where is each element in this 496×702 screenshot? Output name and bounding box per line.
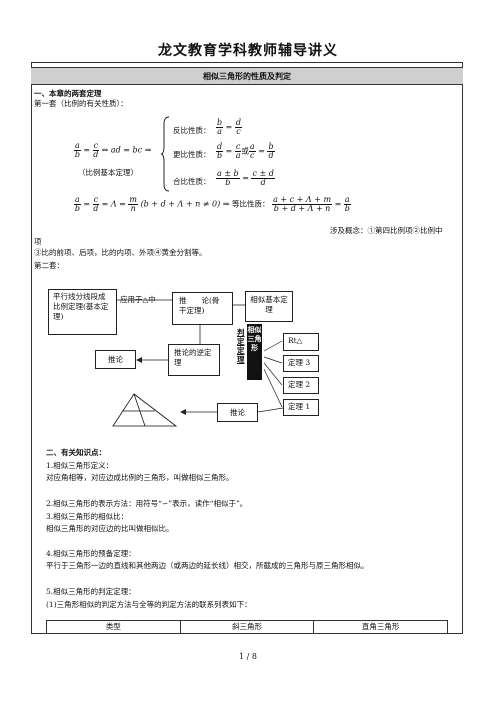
comparison-table-header: 类型 斜三角形 直角三角形 xyxy=(46,620,448,634)
basic-theorem-label: （比例基本定理） xyxy=(78,168,138,177)
brace-icon xyxy=(160,116,170,192)
judge-theorem-label: 判定定理 xyxy=(237,328,245,364)
p4-title: 4.相似三角形的预备定理： xyxy=(46,549,136,558)
p2-text: 2.相似三角形的表示方法：用符号“∽”表示，读作“相似于”。 xyxy=(46,499,248,508)
theorem-3-box: 定理 3 xyxy=(283,355,319,372)
compose-label: 合比性质： xyxy=(173,177,211,186)
p3-text: 相似三角形的对应边的比叫做相似比。 xyxy=(46,524,174,533)
p5-title: 5.相似三角形的判定定理： xyxy=(46,587,136,596)
theorem-1-box: 定理 1 xyxy=(283,399,319,416)
inference-bottom-box: 推论 xyxy=(217,403,258,422)
similar-triangle-bar: 相似三角形 xyxy=(247,324,262,380)
inverse-box: 推论的逆定理 xyxy=(168,344,220,376)
reverse-label: 反比性质： xyxy=(173,126,211,135)
triangle-figure xyxy=(112,393,178,427)
rt-triangle-box: Rt△ xyxy=(283,333,319,351)
page-title: 龙文教育学科教师辅导讲义 xyxy=(158,43,338,59)
set1-label: 第一套（比例的有关性质）： xyxy=(34,99,128,108)
p5-text: (1)三角形相似的判定方法与全等的判定方法的联系列表如下： xyxy=(46,600,252,609)
theorem-2-box: 定理 2 xyxy=(283,377,319,394)
topic-title: 相似三角形的性质及判定 xyxy=(31,67,463,85)
section1-heading: 一、本章的两套定理 xyxy=(34,89,102,98)
p3-title: 3.相似三角形的相似比： xyxy=(46,512,129,521)
p1-text: 对应角相等，对应边成比例的三角形，叫做相似三角形。 xyxy=(46,473,234,482)
change-label: 更比性质： xyxy=(173,150,211,159)
p1-title: 1.相似三角形定义： xyxy=(46,461,114,470)
set2-label: 第二套： xyxy=(34,261,64,270)
basic-similar-box: 相似基本定理 xyxy=(245,291,293,322)
inference-left-box: 推论 xyxy=(95,350,136,369)
table-header-right: 直角三角形 xyxy=(361,622,400,631)
involves-text-3: ③比的前项、后项，比的内项、外项④黄金分割等。 xyxy=(34,248,207,257)
theorem-links xyxy=(263,340,283,408)
table-header-type: 类型 xyxy=(47,621,181,633)
section2-heading: 二、有关知识点： xyxy=(46,448,106,457)
table-header-oblique: 斜三角形 xyxy=(181,621,315,633)
p4-text: 平行于三角形一边的直线和其他两边（或两边的延长线）相交，所截成的三角形与原三角形… xyxy=(46,561,369,570)
corollary-box: 推 论(骨干定理) xyxy=(172,292,233,325)
involves-text: 涉及概念：①第四比例项②比例中 xyxy=(330,226,443,235)
involves-text-2: 项 xyxy=(34,237,42,246)
page-number: 1 / 8 xyxy=(239,652,257,661)
parallel-theorem-box: 平行线分线段成比例定理(基本定理) xyxy=(48,289,117,335)
apply-label: 应用于△中 xyxy=(120,295,156,304)
